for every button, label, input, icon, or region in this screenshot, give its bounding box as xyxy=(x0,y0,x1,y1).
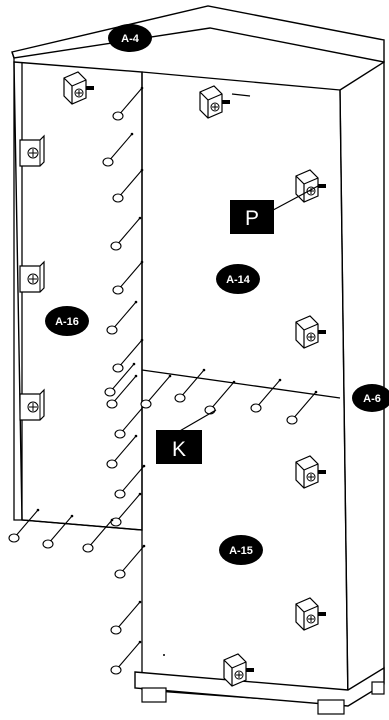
part-label-a15: A-15 xyxy=(219,535,263,565)
part-label-a4: A-4 xyxy=(108,24,152,52)
svg-text:A-15: A-15 xyxy=(229,545,253,557)
right-side-panel xyxy=(339,60,385,707)
callout-p: P xyxy=(230,185,319,234)
svg-text:A-14: A-14 xyxy=(226,274,251,286)
part-label-a6: A-6 xyxy=(352,384,389,412)
svg-text:P: P xyxy=(245,207,259,230)
svg-text:A-16: A-16 xyxy=(55,316,79,328)
base-plinth xyxy=(134,666,385,715)
svg-text:A-6: A-6 xyxy=(363,393,381,405)
svg-text:A-4: A-4 xyxy=(121,33,140,45)
callout-k: K xyxy=(156,409,217,464)
marker-dot xyxy=(163,654,165,656)
svg-text:K: K xyxy=(172,438,186,461)
part-label-a16: A-16 xyxy=(45,306,89,336)
door-panel xyxy=(13,61,143,531)
part-label-a14: A-14 xyxy=(216,264,260,294)
top-panel xyxy=(11,5,385,63)
